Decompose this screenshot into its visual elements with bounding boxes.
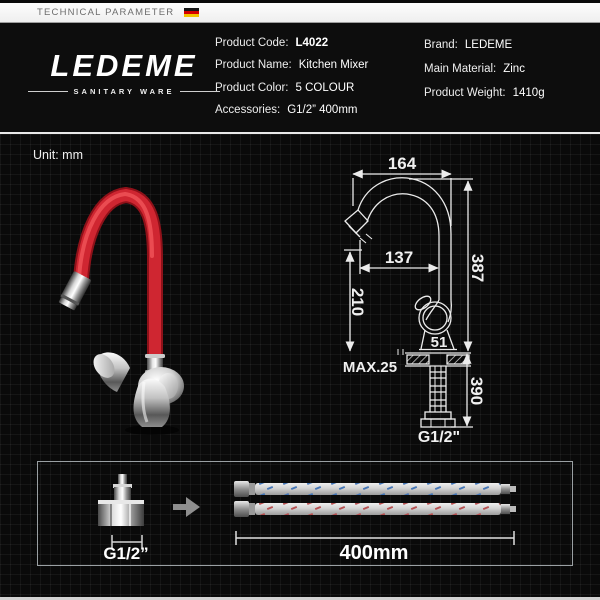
drawing-aerator-tip xyxy=(344,209,369,234)
spec-row-product-color: Product Color: 5 COLOUR xyxy=(215,82,368,104)
fitting-dimension-bracket xyxy=(111,535,143,549)
spec-label: Accessories: xyxy=(215,103,281,116)
spec-label: Product Code: xyxy=(215,37,289,49)
spec-value: Zinc xyxy=(503,62,525,75)
spec-row-accessories: Accessories: G1/2” 400mm xyxy=(215,104,368,126)
brand-logo: LEDEME SANITARY WARE xyxy=(28,48,221,96)
spec-row-weight: Product Weight: 1410g xyxy=(424,87,545,111)
spec-value: 5 COLOUR xyxy=(295,81,355,94)
spec-value: LEDEME xyxy=(464,39,513,51)
german-flag-icon xyxy=(184,8,200,17)
flag-stripe-black xyxy=(184,8,200,11)
dim-base-width: 51 xyxy=(431,334,448,351)
flag-stripe-red xyxy=(184,11,200,14)
unit-label: Unit: mm xyxy=(33,148,83,162)
footer-strip xyxy=(0,597,600,600)
hose-cold xyxy=(234,501,516,517)
specs-right: Brand: LEDEME Main Material: Zinc Produc… xyxy=(424,39,545,110)
spec-row-product-name: Product Name: Kitchen Mixer xyxy=(215,59,368,81)
right-arrow-icon xyxy=(173,497,200,517)
spec-value: L4022 xyxy=(295,37,329,49)
flag-stripe-gold xyxy=(184,14,200,17)
hose-hot xyxy=(234,481,516,497)
dim-thread-size: G1/2" xyxy=(418,429,460,446)
faucet-photo xyxy=(58,186,184,435)
spec-value: Kitchen Mixer xyxy=(298,59,369,72)
page-title: TECHNICAL PARAMETER xyxy=(37,7,175,18)
dim-outlet-height: 210 xyxy=(348,288,367,316)
brand-tagline: SANITARY WARE xyxy=(28,87,221,96)
technical-drawing: 164 137 210 387 51 MAX.25 390 G1/2" xyxy=(343,154,487,446)
dim-total-height: 387 xyxy=(468,254,487,282)
faucet-body xyxy=(93,352,184,435)
spout-tip xyxy=(58,271,92,311)
dim-spout-width: 164 xyxy=(388,154,417,173)
spec-value: G1/2” 400mm xyxy=(287,103,358,116)
dim-shank-length: 390 xyxy=(467,377,486,405)
spec-row-product-code: Product Code: L4022 xyxy=(215,37,368,59)
fitting-size-label: G1/2” xyxy=(103,544,149,563)
top-bar: TECHNICAL PARAMETER xyxy=(0,0,600,23)
accessories-box: G1/2” xyxy=(37,461,573,566)
hoses-image xyxy=(234,481,516,545)
spec-row-material: Main Material: Zinc xyxy=(424,63,545,87)
spec-label: Main Material: xyxy=(424,62,497,75)
specs-left: Product Code: L4022 Product Name: Kitche… xyxy=(215,37,368,126)
spec-label: Brand: xyxy=(424,39,458,51)
tagline-text: SANITARY WARE xyxy=(73,87,175,96)
tagline-rule-right xyxy=(180,91,221,92)
dim-spout-reach: 137 xyxy=(385,248,413,267)
red-gooseneck xyxy=(73,186,163,370)
brand-logo-text: LEDEME xyxy=(50,48,198,83)
hose-dimension-line xyxy=(235,531,515,545)
header: LEDEME SANITARY WARE Product Code: L4022… xyxy=(0,23,600,134)
spec-label: Product Name: xyxy=(215,59,292,72)
dim-max-thickness: MAX.25 xyxy=(343,359,397,376)
drawing-spout-inner xyxy=(366,193,440,300)
hose-length-label: 400mm xyxy=(339,542,409,564)
tagline-rule-left xyxy=(28,91,68,92)
spec-label: Product Weight: xyxy=(424,86,506,99)
diagram-area: Unit: mm xyxy=(0,134,600,597)
spec-value: 1410g xyxy=(512,86,545,99)
spec-row-brand: Brand: LEDEME xyxy=(424,39,545,63)
fitting-image xyxy=(98,474,144,526)
spec-label: Product Color: xyxy=(215,81,289,94)
